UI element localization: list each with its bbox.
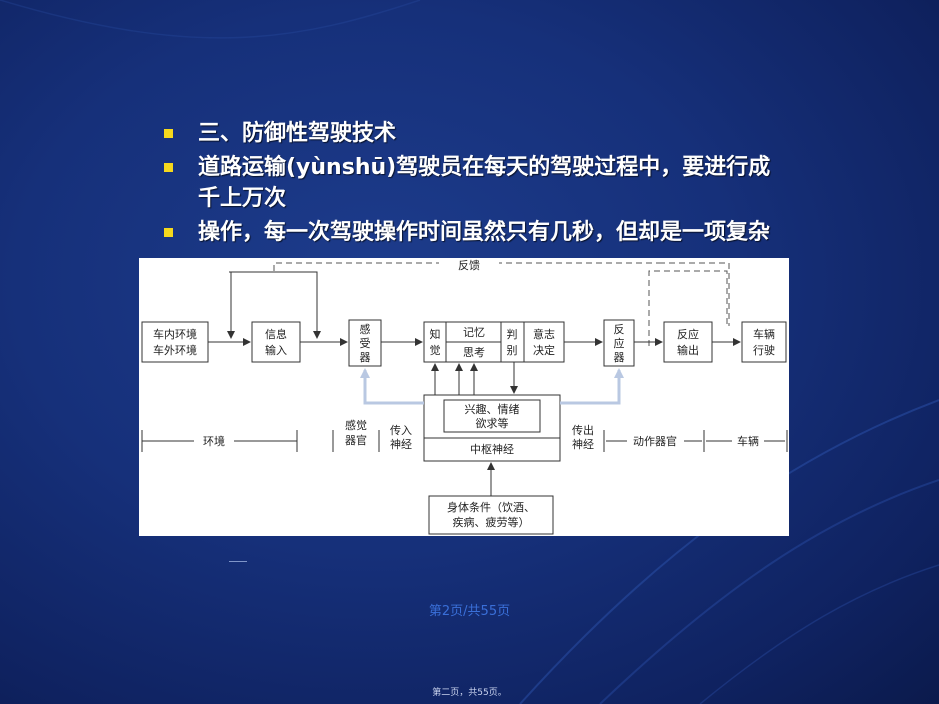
svg-text:别: 别 xyxy=(507,344,518,357)
bullet-list: 三、防御性驾驶技术 道路运输(yùnshū)驾驶员在每天的驾驶过程中，要进行成千… xyxy=(160,118,780,251)
driving-process-diagram: 反馈 车内环境 车外环境 信息 输入 感 受 器 知 xyxy=(139,258,789,536)
motor-range-label: 动作器官 xyxy=(633,434,677,448)
bullet-item: 三、防御性驾驶技术 xyxy=(160,118,780,149)
bullet-item: 操作，每一次驾驶操作时间虽然只有几秒，但却是一项复杂 xyxy=(160,217,780,248)
sensor-box: 感 受 器 xyxy=(348,319,382,367)
body-condition-box: 身体条件（饮酒、 疾病、疲劳等） xyxy=(428,495,554,535)
memory-label: 记忆 xyxy=(463,326,485,339)
svg-text:受: 受 xyxy=(360,337,371,350)
svg-text:知: 知 xyxy=(430,327,441,341)
svg-text:判: 判 xyxy=(507,328,518,341)
env-box: 车内环境 车外环境 xyxy=(141,321,209,363)
output-box: 反应 输出 xyxy=(663,321,713,363)
svg-text:觉: 觉 xyxy=(430,344,441,357)
svg-text:神经: 神经 xyxy=(572,437,594,451)
cognition-box: 知 觉 记忆 思考 判 别 意志 决定 xyxy=(423,321,565,363)
bullet-item: 道路运输(yùnshū)驾驶员在每天的驾驶过程中，要进行成千上万次 xyxy=(160,152,780,214)
svg-text:车辆: 车辆 xyxy=(753,327,775,341)
svg-text:欲求等: 欲求等 xyxy=(476,416,509,430)
env-range-label: 环境 xyxy=(203,434,225,448)
feedback-label: 反馈 xyxy=(458,259,480,272)
svg-text:传入: 传入 xyxy=(390,424,412,437)
svg-text:器: 器 xyxy=(614,351,625,364)
svg-text:身体条件（饮酒、: 身体条件（饮酒、 xyxy=(447,500,535,514)
svg-text:兴趣、情绪: 兴趣、情绪 xyxy=(465,402,520,416)
svg-text:反: 反 xyxy=(614,323,625,336)
svg-text:感觉: 感觉 xyxy=(345,419,367,432)
vehicle-box: 车辆 行驶 xyxy=(741,321,787,363)
svg-text:神经: 神经 xyxy=(390,437,412,451)
svg-text:感: 感 xyxy=(360,323,371,336)
svg-text:车外环境: 车外环境 xyxy=(153,343,197,357)
page-indicator: 第2页/共55页 xyxy=(428,604,511,619)
svg-text:传出: 传出 xyxy=(572,423,594,437)
svg-text:车内环境: 车内环境 xyxy=(153,327,197,341)
svg-text:信息: 信息 xyxy=(265,327,287,341)
cns-block: 兴趣、情绪 欲求等 中枢神经 xyxy=(423,394,561,462)
reactor-box: 反 应 器 xyxy=(603,319,635,367)
svg-text:决定: 决定 xyxy=(533,343,555,357)
svg-text:行驶: 行驶 xyxy=(753,343,775,357)
vehicle-range-label: 车辆 xyxy=(737,434,759,448)
cns-label: 中枢神经 xyxy=(470,442,514,456)
decorative-mark xyxy=(229,561,247,562)
svg-text:反应: 反应 xyxy=(677,327,699,341)
svg-text:应: 应 xyxy=(614,336,625,350)
info-input-box: 信息 输入 xyxy=(251,321,301,363)
svg-text:疾病、疲劳等）: 疾病、疲劳等） xyxy=(453,515,530,529)
svg-text:输入: 输入 xyxy=(265,343,287,357)
feedback-loop: 反馈 xyxy=(273,258,730,346)
svg-text:器: 器 xyxy=(360,351,371,364)
page-footer: 第二页，共55页。 xyxy=(432,688,507,698)
svg-text:意志: 意志 xyxy=(533,327,555,341)
svg-text:输出: 输出 xyxy=(677,343,699,357)
think-label: 思考 xyxy=(463,346,485,359)
svg-text:器官: 器官 xyxy=(345,433,367,447)
